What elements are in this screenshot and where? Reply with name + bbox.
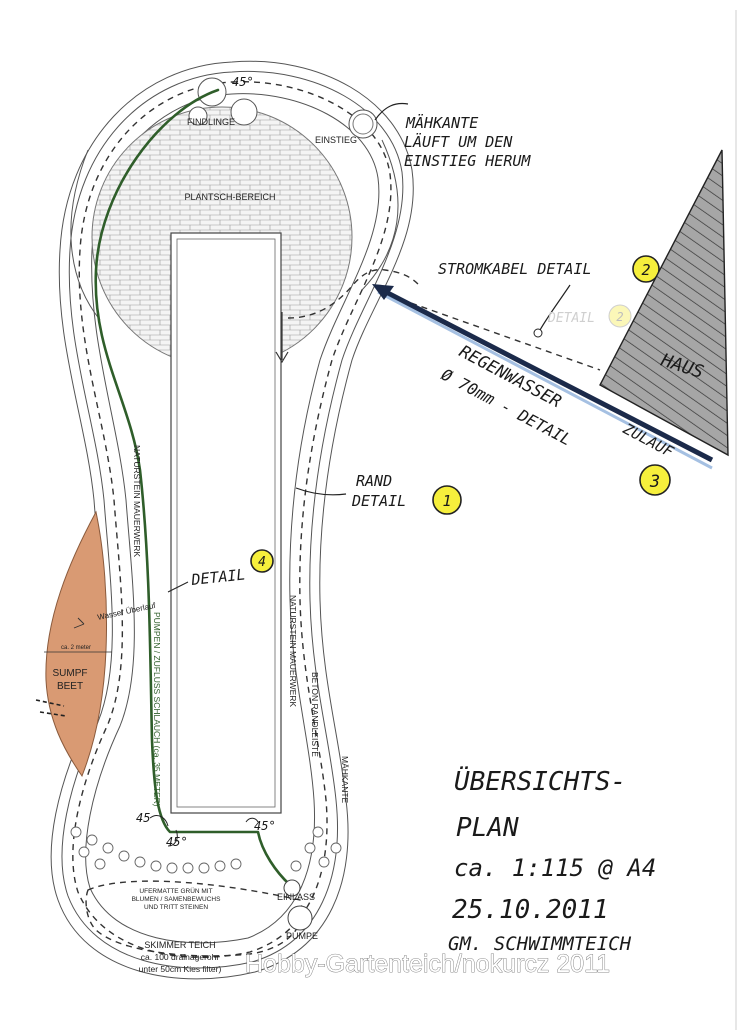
skimmer-label-3: unter 50cm Kies filter): [139, 964, 222, 974]
sumpf-label-2: BEET: [57, 681, 83, 692]
ufermatte-label-1: UFERMATTE GRÜN MIT: [139, 887, 212, 895]
angle-arc-c: [245, 817, 259, 823]
title-line-2: PLAN: [456, 813, 519, 843]
rand-label-2: DETAIL: [351, 492, 406, 510]
sumpf-beet-area: [45, 510, 108, 778]
ufermatte-label-3: UND TRITT STEINEN: [144, 904, 208, 911]
rand-leader: [295, 487, 347, 496]
naturstein-left-label: NATURSTEIN MAUERWERK: [132, 445, 142, 557]
maehkante-side-label: MÄHKANTE: [340, 756, 350, 804]
badge-3-label: 3: [649, 472, 660, 492]
pump-hose-line: [94, 88, 292, 887]
skimmer-basin: [85, 880, 303, 957]
sumpf-outlet-marks: [35, 699, 67, 717]
badge-2-ghost-label: 2: [616, 310, 623, 324]
date-label: 25.10.2011: [452, 895, 609, 925]
stromkabel-point: [533, 328, 543, 338]
ufermatte-label-2: BLUMEN / SAMENBEWUCHS: [132, 896, 222, 903]
angle-45-c: 45°: [254, 819, 276, 833]
badge-2-label: 2: [641, 261, 650, 279]
swim-channel: [170, 232, 282, 814]
pumpe-label: PUMPE: [286, 931, 318, 941]
sumpf-label-1: SUMPF: [53, 668, 88, 679]
ca-2-meter-label: ca. 2 meter: [61, 645, 91, 651]
badge-3: [639, 464, 671, 496]
ueberlauf-arrow: [73, 617, 85, 629]
angle-arc-a: [149, 815, 169, 827]
skimmer-label-1: SKIMMER TEICH: [144, 940, 215, 950]
einstieg-label: EINSTIEG: [315, 135, 357, 145]
angle-arc-b: [167, 829, 178, 847]
crescent-left: [70, 149, 101, 321]
badge-1: [432, 485, 462, 515]
stromkabel-route-1: [287, 268, 419, 319]
watermark-text: Hobby-Gartenteich/nokurcz 2011: [245, 950, 610, 978]
plantsch-label: PLANTSCH-BEREICH: [184, 192, 275, 202]
maehkante-note-1: MÄHKANTE: [405, 113, 478, 132]
rain-water-pipe: [372, 284, 714, 470]
swim-channel-inner: [176, 238, 276, 808]
badge-4: [250, 549, 274, 573]
maehkante-note-2: LÄUFT UM DEN: [404, 132, 513, 151]
stromkabel-route-2: [379, 291, 601, 371]
angle-45-a: 45: [136, 811, 150, 825]
maehkante-leader: [374, 102, 409, 121]
stepping-stones: [70, 826, 342, 874]
pond-outline: [50, 60, 414, 980]
crescent-right: [361, 139, 399, 291]
stromkabel-leader: [539, 284, 571, 331]
author-label: GM. SCHWIMMTEICH: [448, 933, 632, 955]
house-shape: [599, 149, 729, 457]
naturstein-right-label: NATURSTEIN MAUERWERK: [288, 595, 298, 707]
maehkante-note-3: EINSTIEG HERUM: [404, 152, 531, 170]
einlass-point: [283, 879, 301, 897]
badge-2-ghost: [608, 304, 632, 328]
scale-label: ca. 1:115 @ A4: [454, 854, 656, 882]
detail4-leader: [167, 581, 189, 593]
rand-label-1: RAND: [356, 472, 392, 490]
pumpen-schlauch-label: PUMPEN / ZUFLUSS SCHLAUCH (ca. 35 METER): [152, 612, 162, 807]
findlinge-label: FINDLINGE: [187, 117, 235, 127]
badge-4-label: 4: [258, 555, 266, 570]
marker-arrow: [275, 312, 289, 364]
beton-label: BETON RANDLEISTE: [310, 672, 320, 757]
einstieg-inner: [352, 113, 374, 135]
einlass-label: EINLASS: [277, 892, 315, 902]
badge-1-label: 1: [442, 492, 451, 510]
badge-2: [632, 255, 660, 283]
detail4-label: DETAIL: [190, 565, 247, 589]
stromkabel-label: STROMKABEL DETAIL: [438, 260, 592, 278]
ghost-detail-label: DETAIL: [547, 311, 595, 326]
angle-top-label: 45°: [232, 75, 254, 89]
skimmer-label-2: ca. 100 drainagerohr: [141, 952, 220, 962]
title-line-1: ÜBERSICHTS-: [454, 765, 626, 797]
pumpe-circle: [287, 905, 313, 931]
